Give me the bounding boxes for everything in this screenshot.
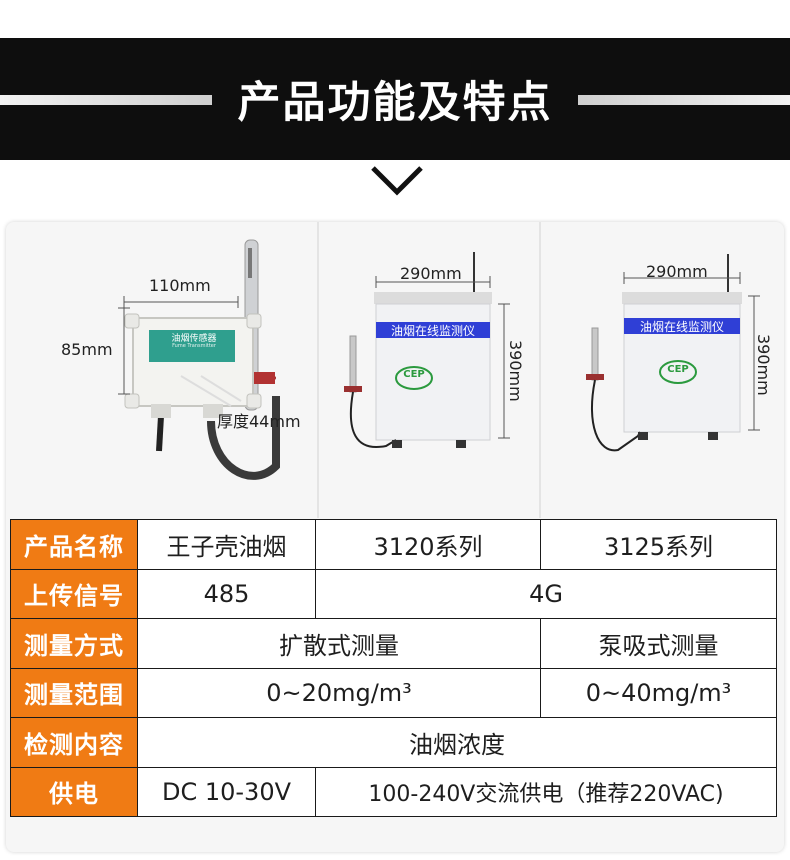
table-cell: 0~20mg/m³	[137, 667, 541, 718]
monitor-3120-height-label: 390mm	[506, 340, 525, 402]
row-label: 上传信号	[10, 568, 138, 619]
page-title: 产品功能及特点	[237, 78, 553, 128]
panel-divider	[539, 222, 541, 518]
monitor-3120-logo: CEP	[403, 369, 425, 380]
table-cell: 泵吸式测量	[540, 618, 777, 669]
table-cell: 扩散式测量	[137, 618, 541, 669]
sensor-device-sublabel: Fume Transmitter	[172, 343, 216, 349]
table-cell: 3125系列	[540, 519, 777, 570]
sensor-image	[124, 239, 280, 480]
table-row: 检测内容 油烟浓度	[10, 717, 777, 768]
table-row: 产品名称 王子壳油烟 3120系列 3125系列	[10, 519, 777, 570]
monitor-3125-device-label: 油烟在线监测仪	[639, 320, 724, 334]
header-line-right	[578, 95, 790, 105]
header-line-left	[0, 95, 212, 105]
header-band: 产品功能及特点	[0, 38, 790, 160]
panel-divider	[317, 222, 319, 518]
row-label: 检测内容	[10, 717, 138, 768]
table-cell: 4G	[315, 568, 777, 619]
row-label: 产品名称	[10, 519, 138, 570]
monitor-3120-image	[344, 252, 492, 449]
sensor-width-label: 110mm	[149, 276, 211, 295]
row-label: 测量方式	[10, 618, 138, 669]
table-cell: 油烟浓度	[137, 717, 777, 768]
chevron-down-icon	[371, 166, 423, 196]
table-cell: 3120系列	[315, 519, 541, 570]
table-cell: 100-240V交流供电（推荐220VAC)	[315, 766, 777, 817]
sensor-height-label: 85mm	[61, 340, 113, 359]
monitor-3125-width-label: 290mm	[646, 262, 708, 281]
spec-table: 产品名称 王子壳油烟 3120系列 3125系列 上传信号 485 4G 测量方…	[10, 519, 777, 817]
table-cell: 0~40mg/m³	[540, 667, 777, 718]
sensor-device-label: 油烟传感器	[171, 334, 217, 344]
dimension-lines	[375, 276, 510, 439]
table-row: 供电 DC 10-30V 100-240V交流供电（推荐220VAC)	[10, 766, 777, 817]
dimension-lines	[118, 296, 239, 395]
monitor-3125-image	[586, 254, 742, 452]
monitor-3125-height-label: 390mm	[754, 334, 773, 396]
table-row: 测量方式 扩散式测量 泵吸式测量	[10, 618, 777, 669]
monitor-3125-logo: CEP	[667, 364, 689, 375]
table-cell: 王子壳油烟	[137, 519, 316, 570]
sensor-depth-label: 厚度44mm	[217, 412, 301, 431]
monitor-3120-width-label: 290mm	[400, 264, 462, 283]
dimension-lines	[623, 272, 760, 431]
row-label: 供电	[10, 766, 138, 817]
table-row: 测量范围 0~20mg/m³ 0~40mg/m³	[10, 667, 777, 718]
table-cell: DC 10-30V	[137, 766, 316, 817]
table-cell: 485	[137, 568, 316, 619]
table-row: 上传信号 485 4G	[10, 568, 777, 619]
monitor-3120-device-label: 油烟在线监测仪	[390, 324, 475, 338]
row-label: 测量范围	[10, 667, 138, 718]
